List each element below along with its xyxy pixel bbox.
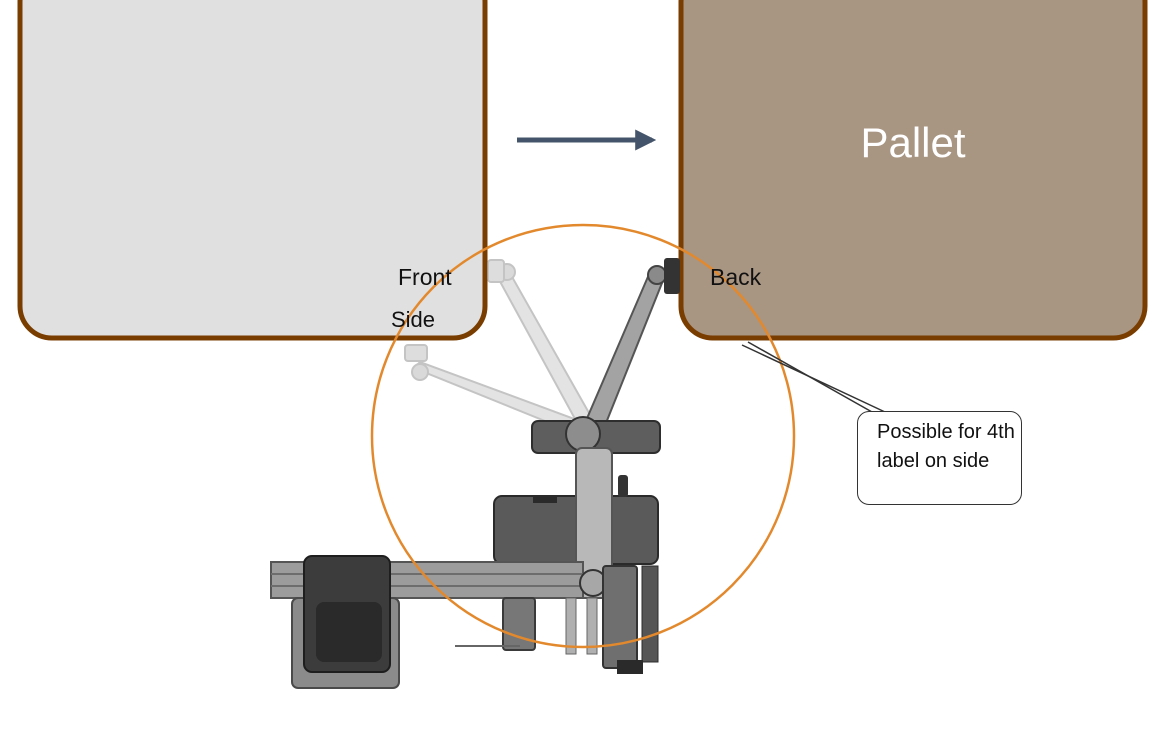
pallet-label: Pallet: [860, 119, 966, 166]
callout-pointer: [741, 341, 886, 413]
back-label: Back: [710, 264, 762, 290]
source-box: [17, 0, 488, 341]
callout-box: [857, 411, 1022, 505]
side-label: Side: [391, 307, 436, 332]
callout-text: Possible for 4th label on side: [877, 421, 1015, 472]
pallet-box: [678, 0, 1148, 341]
reach-circle: [370, 223, 796, 649]
front-label: Front: [398, 264, 452, 290]
robot-arm-icon: [270, 258, 680, 689]
